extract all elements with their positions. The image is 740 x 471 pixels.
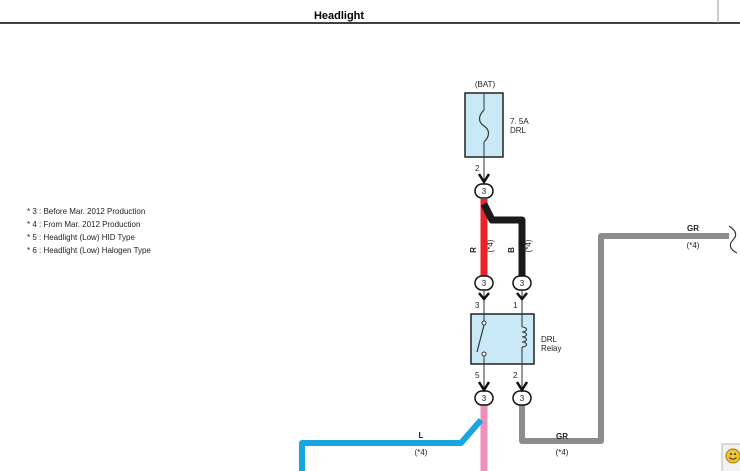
pin-number: 5 [475,371,480,380]
fuse-name: DRL [510,126,527,135]
pin-number: 3 [475,301,480,310]
legend: * 3 : Before Mar. 2012 Production * 4 : … [27,207,151,255]
connector: 3 [474,275,494,291]
terminal-chevron-icon [516,292,528,301]
gray-wire-bottom-code: GR [556,432,568,441]
pin-number: 2 [475,164,480,173]
connector-label: 3 [520,279,525,288]
terminal-chevron-icon [478,292,490,301]
fuse-element-icon [478,109,490,143]
gray-wire-top-code: GR [687,224,699,233]
fuse-rating: 7. 5A [510,117,529,126]
blue-wire-code: L [419,431,424,440]
fuse: 7. 5A DRL [464,92,529,158]
smiley-icon[interactable] [725,448,740,464]
legend-item: * 6 : Headlight (Low) Halogen Type [27,246,151,255]
smiley-eye [730,453,732,455]
terminal-chevron-icon [477,381,491,393]
relay: DRL Relay [470,313,561,365]
corner-help-widget[interactable] [721,443,740,471]
relay-coil-icon [521,326,528,348]
connector-label: 3 [520,394,525,403]
pin-number: 2 [513,371,518,380]
legend-item: * 4 : From Mar. 2012 Production [27,220,140,229]
black-wire [480,202,526,276]
relay-box [470,313,535,365]
page-title: Headlight [314,10,364,22]
battery-label: (BAT) [475,80,496,89]
red-wire-code: R [469,247,478,253]
relay-name: Relay [541,344,561,353]
switch-blade-icon [476,324,485,353]
black-wire-note: (*4) [524,239,533,252]
black-wire-code: B [507,247,516,253]
connector-label: 3 [482,279,487,288]
switch-contact-icon [481,351,487,357]
connector: 3 [512,275,532,291]
blue-wire-note: (*4) [415,448,428,457]
smiley-eye [734,453,736,455]
switch-contact-icon [481,320,487,326]
relay-name: DRL [541,335,558,344]
gray-wire-top-note: (*4) [687,241,700,250]
red-wire-note: (*4) [486,239,495,252]
terminal-chevron-icon [515,381,529,393]
gray-wire [519,233,729,444]
connector-label: 3 [482,394,487,403]
connector: 3 [474,183,494,199]
blue-wire [299,418,484,471]
connector-label: 3 [482,187,487,196]
terminal-chevron-icon [477,173,491,185]
gray-wire-bottom-note: (*4) [556,448,569,457]
connector-oval [474,183,494,199]
connector: 3 [512,390,532,406]
wire-break-icon [728,225,738,254]
connector: 3 [474,390,494,406]
legend-item: * 5 : Headlight (Low) HID Type [27,233,135,242]
legend-item: * 3 : Before Mar. 2012 Production [27,207,145,216]
smiley-mouth [729,457,737,460]
pin-number: 1 [513,301,518,310]
